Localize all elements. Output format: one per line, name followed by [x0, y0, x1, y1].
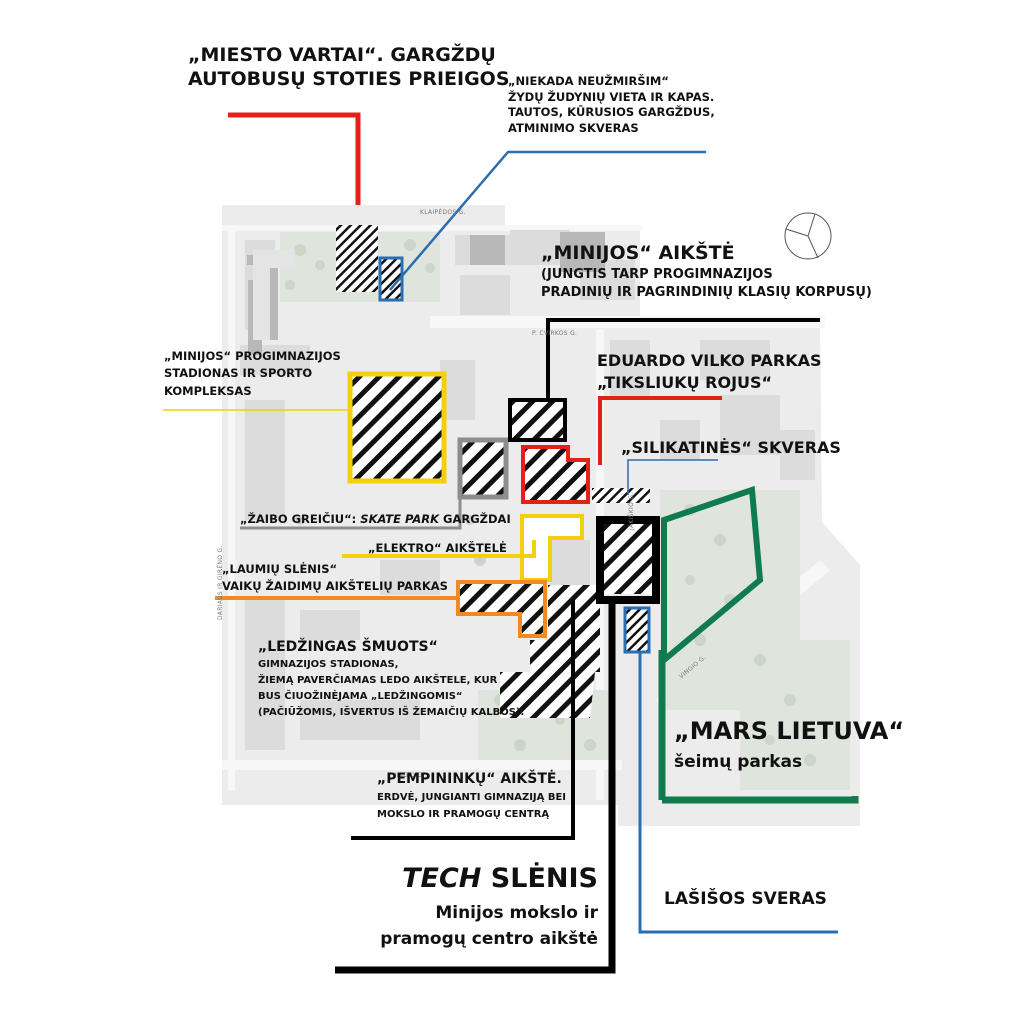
label-line: „LAUMIŲ SLĖNIS“: [222, 562, 338, 576]
label-line: pramogų centro aikštė: [380, 929, 598, 950]
lasisos-area: [623, 606, 651, 654]
miesto-vartai-area: [336, 225, 378, 292]
laumiu-area: [456, 580, 547, 638]
label-line: VAIKŲ ŽAIDIMŲ AIKŠTELIŲ PARKAS: [222, 579, 448, 594]
label-title: „LEDŽINGAS ŠMUOTS“: [258, 639, 438, 655]
label-line: MOKSLO IR PRAMOGŲ CENTRĄ: [377, 808, 550, 820]
label-laumiu: „LAUMIŲ SLĖNIS“ VAIKŲ ŽAIDIMŲ AIKŠTELIŲ …: [222, 561, 448, 596]
skate-park-area: [457, 437, 509, 500]
label-part: GARGŽDAI: [439, 512, 511, 526]
label-line: TAUTOS, KŪRUSIOS GARGŽDUS,: [508, 105, 715, 120]
label-elektro: „ELEKTRO“ AIKŠTELĖ: [368, 541, 507, 555]
label-line: BUS ČIUOŽINĖJAMA „LEDŽINGOMIS“: [258, 690, 463, 702]
label-tech-slenis: TECH SLĖNIS Minijos mokslo ir pramogų ce…: [380, 862, 598, 952]
minijos-aikste-area: [508, 398, 567, 442]
label-ledzingas: „LEDŽINGAS ŠMUOTS“ GIMNAZIJOS STADIONAS,…: [258, 639, 524, 721]
label-title: „PEMPININKŲ“ AIKŠTĖ.: [377, 771, 562, 787]
label-line: ŽYDŲ ŽUDYNIŲ VIETA IR KAPAS.: [508, 89, 715, 104]
street-label: P. CVIRKOS G.: [532, 330, 578, 337]
label-vilko-parkas: EDUARDO VILKO PARKAS „TIKSLIUKŲ ROJUS“: [597, 350, 822, 395]
label-mars: „MARS LIETUVA“ šeimų parkas: [674, 716, 904, 773]
label-part-italic: TECH: [402, 863, 482, 894]
label-progimnazija: „MINIJOS“ PROGIMNAZIJOS STADIONAS IR SPO…: [164, 348, 341, 400]
vilko-parkas-area: [521, 445, 590, 504]
leader-lines: [163, 112, 859, 974]
base-map: [222, 205, 860, 826]
label-line: GIMNAZIJOS STADIONAS,: [258, 658, 399, 670]
label-line: KOMPLEKSAS: [164, 383, 252, 398]
mars-park-outline: [661, 485, 764, 667]
silikatines-area: [592, 488, 650, 503]
label-line: ŽIEMĄ PAVERČIAMAS LEDO AIKŠTELE, KUR: [258, 674, 498, 686]
street-label: JAKIŠKIO G.: [628, 492, 635, 530]
label-line: „MINIJOS“ PROGIMNAZIJOS: [164, 349, 341, 363]
progimnazija-area: [347, 371, 447, 484]
label-part: „ŽAIBO GREIČIU“:: [240, 512, 361, 526]
label-title: TECH SLĖNIS: [380, 862, 598, 896]
label-line: EDUARDO VILKO PARKAS: [597, 351, 822, 370]
label-minijos-aikste: „MINIJOS“ AIKŠTĖ (JUNGTIS TARP PROGIMNAZ…: [541, 242, 872, 302]
label-pempininku: „PEMPININKŲ“ AIKŠTĖ. ERDVĖ, JUNGIANTI GI…: [377, 771, 566, 823]
niekada-area: [378, 256, 404, 302]
label-line: „NIEKADA NEUŽMIRŠIM“: [508, 74, 669, 88]
label-lasisos: LAŠIŠOS SVERAS: [664, 889, 827, 909]
label-line: „TIKSLIUKŲ ROJUS“: [597, 373, 773, 393]
label-zaibo: „ŽAIBO GREIČIU“: SKATE PARK GARGŽDAI: [240, 512, 511, 526]
tech-area: [604, 524, 652, 594]
label-title: „MARS LIETUVA“: [674, 717, 905, 745]
label-part-italic: SKATE PARK: [360, 512, 440, 526]
label-silikatines: „SILIKATINĖS“ SKVERAS: [621, 438, 841, 457]
label-part: SLĖNIS: [481, 863, 598, 894]
north-arrow-icon: [784, 212, 832, 260]
label-line: ATMINIMO SKVERAS: [508, 120, 639, 135]
label-niekada: „NIEKADA NEUŽMIRŠIM“ ŽYDŲ ŽUDYNIŲ VIETA …: [508, 74, 715, 136]
label-line: Minijos mokslo ir: [435, 902, 598, 923]
label-line: PRADINIŲ IR PAGRINDINIŲ KLASIŲ KORPUSŲ): [541, 284, 872, 300]
street-label: KLAIPĖDOS G.: [420, 209, 466, 216]
label-title: „MINIJOS“ AIKŠTĖ: [541, 242, 735, 264]
label-line: ERDVĖ, JUNGIANTI GIMNAZIJĄ BEI: [377, 791, 567, 803]
label-subtitle: šeimų parkas: [674, 752, 803, 772]
label-line: STADIONAS IR SPORTO: [164, 366, 313, 381]
label-miesto-vartai: „MIESTO VARTAI“. GARGŽDŲ AUTOBUSŲ STOTIE…: [188, 44, 510, 92]
street-label: VINGIO G.: [392, 772, 425, 779]
label-line: AUTOBUSŲ STOTIES PRIEIGOS: [188, 67, 510, 90]
label-line: (PAČIŪŽOMIS, IŠVERTUS IŠ ŽEMAIČIŲ KALBOS…: [258, 706, 525, 718]
label-line: „MIESTO VARTAI“. GARGŽDŲ: [188, 44, 496, 66]
label-line: (JUNGTIS TARP PROGIMNAZIJOS: [541, 266, 773, 282]
